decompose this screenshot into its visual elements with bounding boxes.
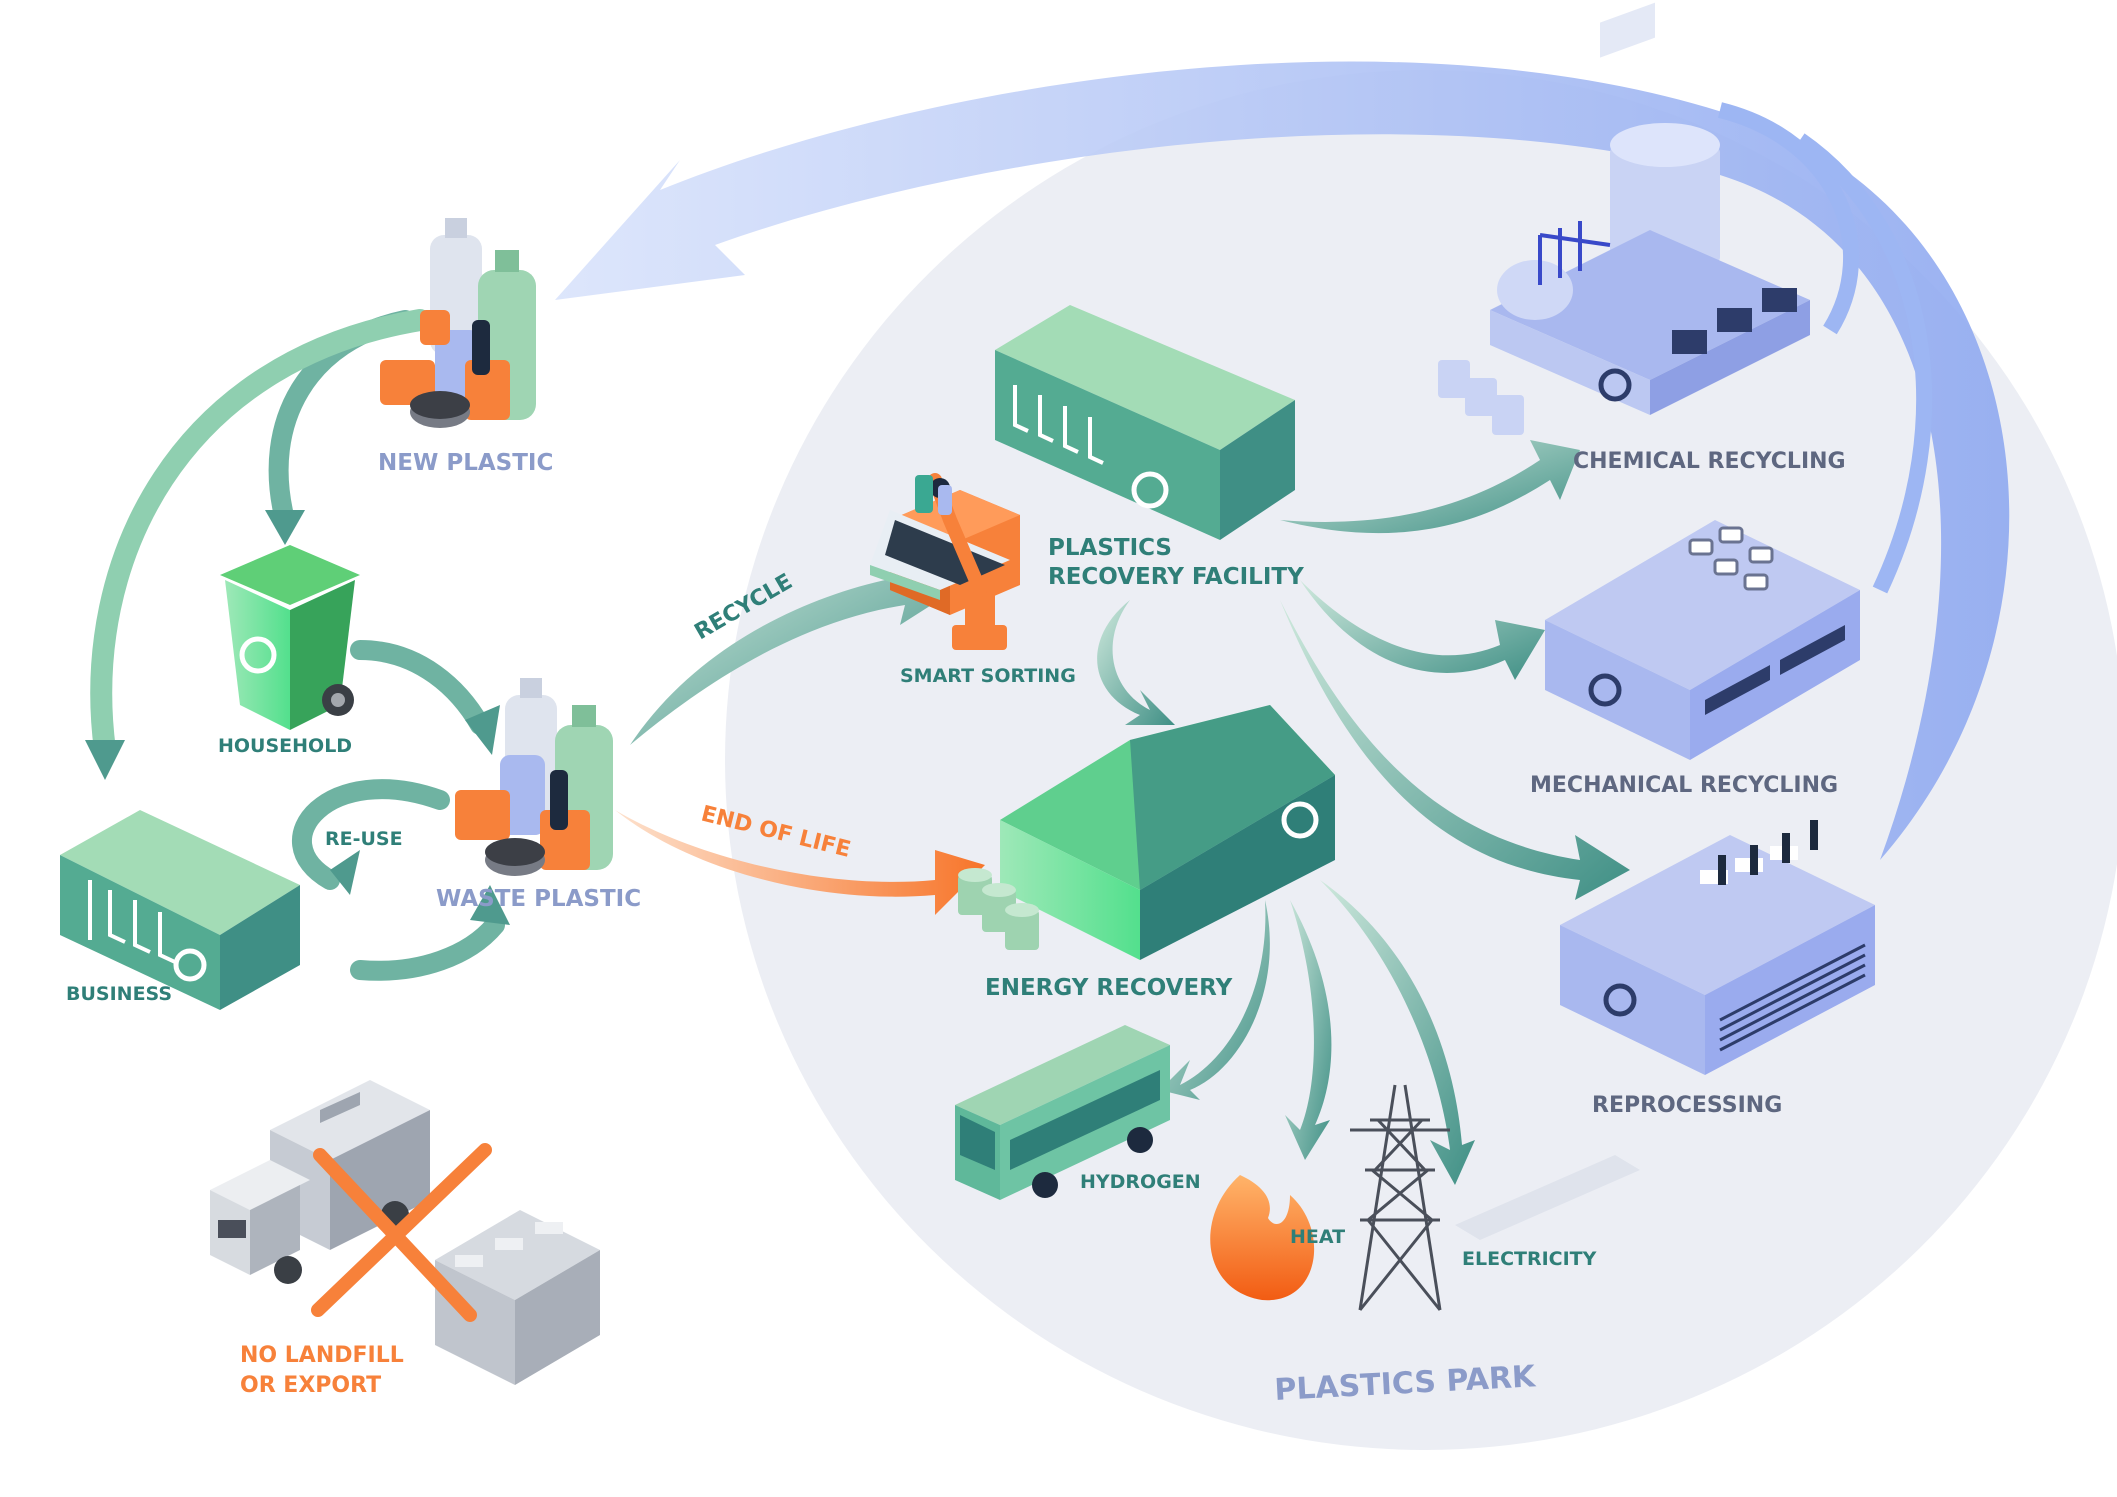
recycle-icon <box>1131 471 1169 509</box>
prf-output-arrows <box>1097 440 1630 900</box>
label-energy-recovery: ENERGY RECOVERY <box>985 975 1233 1001</box>
label-heat: HEAT <box>1290 1226 1345 1248</box>
new-plastic-bottles <box>380 218 536 428</box>
label-business: BUSINESS <box>66 983 172 1005</box>
end-of-life-arrow <box>615 810 985 915</box>
recycle-icon <box>1588 673 1622 707</box>
label-no-landfill-line2: OR EXPORT <box>240 1373 381 1398</box>
label-re-use: RE-USE <box>325 828 403 850</box>
household-bin <box>220 545 360 730</box>
label-chemical-recycling: CHEMICAL RECYCLING <box>1573 449 1846 474</box>
label-prf-line1: PLASTICS <box>1048 535 1172 561</box>
pylon-icon <box>1350 1084 1450 1311</box>
recycle-arrow <box>630 555 955 745</box>
plastics-recovery-facility-building <box>995 305 1295 540</box>
truck-icon <box>210 1080 430 1284</box>
label-smart-sorting: SMART SORTING <box>900 665 1076 687</box>
label-household: HOUSEHOLD <box>218 735 352 757</box>
recycle-icon <box>1603 983 1637 1017</box>
mechanical-recycling-building <box>1545 2 1860 760</box>
bus-icon <box>955 1025 1170 1200</box>
recycle-icon <box>239 636 277 674</box>
pylon-shadow <box>1455 1155 1640 1240</box>
waste-plastic-bottles <box>455 678 613 876</box>
label-mechanical-recycling: MECHANICAL RECYCLING <box>1530 773 1838 798</box>
label-waste-plastic: WASTE PLASTIC <box>436 886 641 912</box>
label-prf-line2: RECOVERY FACILITY <box>1048 564 1304 590</box>
return-to-new-plastic-arrow <box>555 61 2010 860</box>
label-new-plastic: NEW PLASTIC <box>378 450 553 476</box>
smart-sorting-machine <box>870 473 1020 650</box>
business-building <box>60 810 300 1010</box>
label-reprocessing: REPROCESSING <box>1592 1093 1782 1118</box>
arrowheads-left <box>85 510 510 925</box>
recycle-icon <box>1281 801 1319 839</box>
label-hydrogen: HYDROGEN <box>1080 1171 1201 1193</box>
label-electricity: ELECTRICITY <box>1462 1248 1597 1270</box>
recycle-icon <box>173 948 207 982</box>
recycle-icon <box>1598 368 1632 402</box>
label-no-landfill-line1: NO LANDFILL <box>240 1343 404 1368</box>
silo-icon <box>958 868 1039 950</box>
energy-recovery-building <box>958 705 1335 960</box>
robot-arm-icon <box>928 473 1007 650</box>
reprocessing-building <box>1560 820 1875 1075</box>
lifecycle-arrows <box>90 309 505 981</box>
flame-icon <box>1210 1175 1315 1301</box>
energy-output-arrows <box>1160 880 1475 1185</box>
cross-icon <box>311 1143 492 1322</box>
chemical-recycling-plant <box>1438 123 1810 435</box>
